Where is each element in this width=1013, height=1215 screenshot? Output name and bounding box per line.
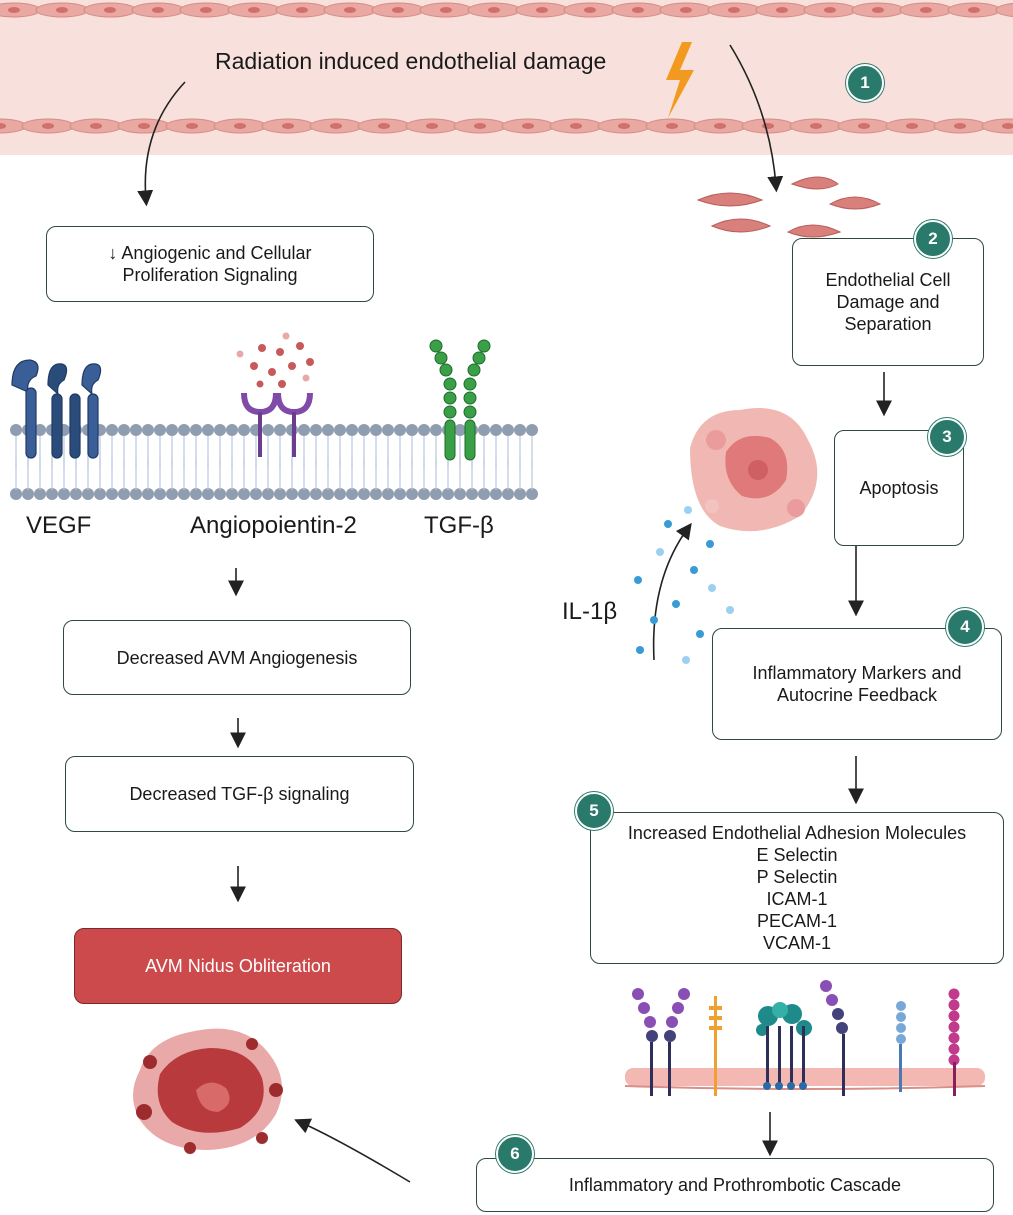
il-1-beta-particles (634, 506, 734, 664)
decreased-angiogenesis-box: Decreased AVM Angiogenesis (63, 620, 411, 695)
step-2-line-3: Separation (844, 314, 932, 334)
tgf-beta-receptor-icon (429, 339, 491, 461)
step-2-line-2: Damage and (836, 292, 940, 312)
vegf-label: VEGF (26, 512, 92, 539)
step-5-line-4: ICAM-1 (766, 889, 828, 909)
angiogenic-signaling-box: ↓ Angiogenic and Cellular Proliferation … (46, 226, 374, 302)
arrow-step6-to-nidus (294, 1118, 411, 1183)
step-2-line-1: Endothelial Cell (825, 270, 951, 290)
lightning-bolt-icon (666, 42, 694, 118)
il-1-beta-label: IL-1β (562, 598, 618, 625)
step-5-badge: 5 (575, 792, 613, 830)
decreased-tgf-text: Decreased TGF-β signaling (129, 784, 350, 804)
avm-nidus-obliteration-box: AVM Nidus Obliteration (74, 928, 402, 1004)
step-4-box: Inflammatory Markers and Autocrine Feedb… (712, 628, 1002, 740)
step-5-line-5: PECAM-1 (756, 911, 837, 931)
tgf-beta-label: TGF-β (424, 512, 494, 539)
apoptosis-text: Apoptosis (859, 478, 939, 498)
step-1-badge: 1 (846, 64, 884, 102)
avm-nidus-obliteration-text: AVM Nidus Obliteration (145, 956, 331, 976)
blood-vessel-illustration (0, 0, 1013, 155)
step-5-line-6: VCAM-1 (762, 933, 831, 953)
step-5-line-3: P Selectin (756, 867, 838, 887)
arrow-title-to-signaling (137, 81, 186, 207)
arrow-il1b-feedback (652, 522, 692, 661)
diagram-title: Radiation induced endothelial damage (215, 48, 607, 74)
step-4-line-1: Inflammatory Markers and (752, 663, 962, 683)
step-6-badge: 6 (496, 1135, 534, 1173)
adhesion-molecules-illustration (624, 980, 986, 1096)
step-4-line-2: Autocrine Feedback (776, 685, 938, 705)
step-6-text: Inflammatory and Prothrombotic Cascade (568, 1175, 902, 1195)
separated-endothelial-cells (696, 176, 882, 238)
angiopoietin-label: Angiopoientin-2 (190, 512, 357, 539)
angiopoietin-receptor-icon (236, 332, 314, 457)
arrow-title-to-cells (729, 44, 784, 193)
vegf-receptor-icon (11, 359, 102, 459)
step-3-badge: 3 (928, 418, 966, 456)
signaling-line-1: ↓ Angiogenic and Cellular (108, 243, 312, 263)
step-5-box: Increased Endothelial Adhesion Molecules… (590, 812, 1004, 964)
step-6-box: Inflammatory and Prothrombotic Cascade (476, 1158, 994, 1212)
step-2-box: Endothelial Cell Damage and Separation (792, 238, 984, 366)
step-5-line-1: Increased Endothelial Adhesion Molecules (627, 823, 967, 843)
decreased-angiogenesis-text: Decreased AVM Angiogenesis (116, 647, 358, 668)
apoptotic-cell-icon (690, 408, 818, 532)
step-4-badge: 4 (946, 608, 984, 646)
nidus-obliteration-icon (133, 1028, 283, 1154)
step-5-line-2: E Selectin (756, 845, 838, 865)
signaling-line-2: Proliferation Signaling (122, 265, 298, 285)
step-2-badge: 2 (914, 220, 952, 258)
decreased-tgf-box: Decreased TGF-β signaling (65, 756, 414, 832)
